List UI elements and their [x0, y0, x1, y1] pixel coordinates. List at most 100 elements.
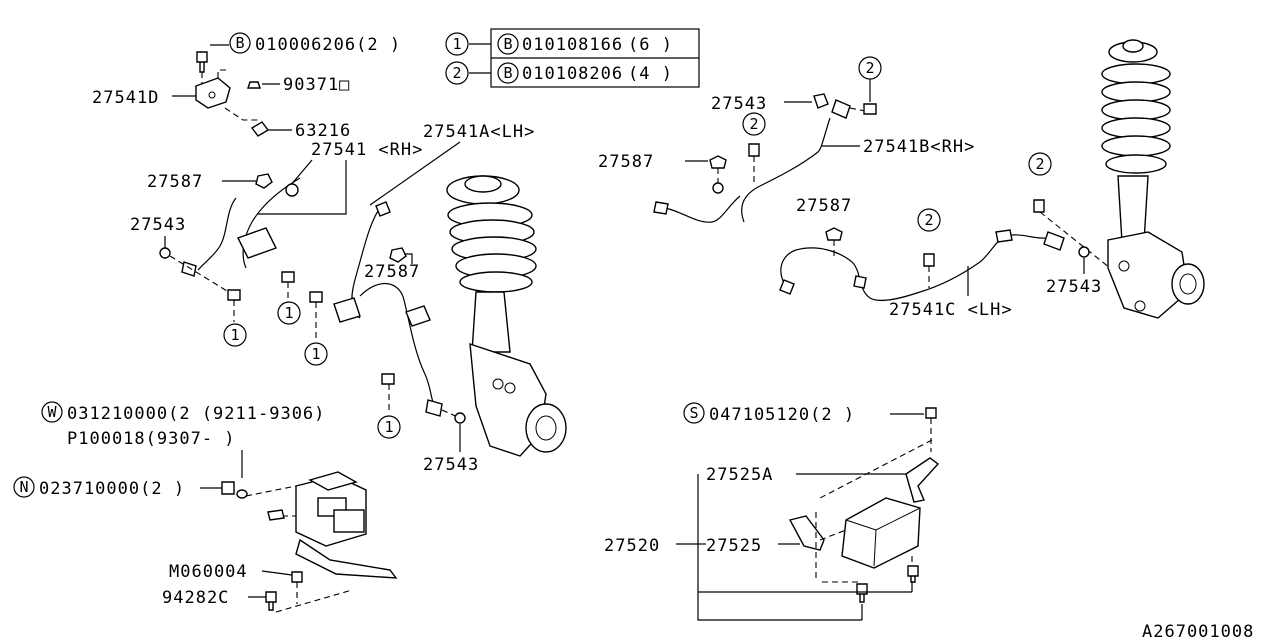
nut-icon: [221, 481, 235, 495]
label-27541-rh: 27541 <RH>: [311, 140, 423, 160]
bolt-2c-icon: [923, 253, 935, 267]
screw-code-circle: S: [689, 404, 698, 422]
label-63216: 63216: [295, 121, 351, 141]
clip-icon: [247, 81, 261, 89]
label-27543-center: 27543: [423, 455, 479, 475]
rear-sensors-group: 27543 2 27541B<RH> 2 27587 27587 2: [598, 56, 1121, 320]
bolt-2d-icon: [1033, 199, 1045, 213]
label-023710000: 023710000(2 ): [39, 479, 185, 499]
label-27587-right: 27587: [598, 152, 654, 172]
label-27525: 27525: [706, 536, 762, 556]
nut-code-circle: N: [19, 478, 28, 496]
module-bolt-right: [907, 565, 919, 583]
label-27541A: 27541A<LH>: [423, 122, 535, 142]
callout-2c: 2: [924, 211, 933, 229]
legend-table: 1 B 010108166 (6 ) 2 B 010108206 (4 ): [445, 28, 700, 88]
callout-1a: 1: [230, 326, 239, 344]
label-031210000: 031210000(2 (9211-9306): [67, 404, 325, 424]
legend-code-2: B: [503, 64, 512, 82]
label-94282C: 94282C: [162, 588, 229, 608]
label-M060004: M060004: [169, 562, 248, 582]
hcu-bolt-icon: [267, 509, 285, 521]
label-27587-center: 27587: [364, 262, 420, 282]
sensor-bracket-group: B 010006206(2 ) 27541D 90371□ 63216: [92, 32, 401, 141]
screw-s-icon: [925, 407, 937, 419]
clip-rear-lh-icon: [825, 227, 843, 241]
hydraulic-unit-group: W 031210000(2 (9211-9306) P100018(9307- …: [13, 401, 398, 613]
label-27587-right-2: 27587: [796, 196, 852, 216]
bolt-2b-icon: [748, 143, 760, 157]
sensor-plug-icon: [159, 247, 171, 259]
rh-rear-connector: [653, 201, 669, 215]
strut-body-right: [1117, 175, 1149, 243]
lh-connector-icon: [375, 201, 391, 217]
abs-sensor-lh: [425, 399, 443, 417]
strut-body-left: [471, 291, 511, 353]
clip-27587-icon: [255, 173, 273, 189]
legend-num-2: 2: [452, 64, 461, 82]
rear-sensor-plug-icon: [813, 93, 829, 109]
label-27543-left: 27543: [130, 215, 186, 235]
label-047105120: 047105120(2 ): [709, 405, 855, 425]
bolt-1d-icon: [381, 373, 395, 385]
label-27541B: 27541B<RH>: [863, 137, 975, 157]
sensor-bracket-shape: [195, 77, 231, 109]
lh-rear-connector: [779, 279, 795, 295]
module-connector: [788, 515, 825, 551]
washer-icon: [236, 489, 248, 499]
label-27543-right-bottom: 27543: [1046, 277, 1102, 297]
bolt-code-circle: B: [235, 34, 244, 52]
label-27520: 27520: [604, 536, 660, 556]
callout-1d: 1: [384, 418, 393, 436]
rh-bracket-shape: [237, 227, 277, 259]
label-P100018: P100018(9307- ): [67, 429, 236, 449]
rear-strut-right: [1101, 39, 1205, 319]
legend-part-2: 010108206: [522, 64, 623, 84]
callout-2d: 2: [1035, 155, 1044, 173]
washer-code-circle: W: [47, 403, 57, 421]
knuckle-right: [1107, 231, 1189, 319]
callout-2b: 2: [749, 115, 758, 133]
legend-num-1: 1: [452, 35, 461, 53]
grommet-rh: [285, 183, 299, 197]
callout-1c: 1: [311, 345, 320, 363]
label-27543-right-top: 27543: [711, 94, 767, 114]
hub-right: [1171, 263, 1205, 305]
lh-bracket-2-shape: [405, 305, 431, 327]
module-bracket: [905, 457, 940, 503]
abs-control-module: [841, 497, 921, 569]
legend-qty-1: (6 ): [628, 35, 673, 55]
abs-sensor-rh: [181, 261, 197, 277]
label-27525A: 27525A: [706, 465, 773, 485]
label-90371: 90371□: [283, 75, 350, 95]
rear-sensor-rh: [831, 99, 851, 119]
bolt-1a-icon: [227, 289, 241, 301]
legend-part-1: 010108166: [522, 35, 623, 55]
control-module-group: S 047105120(2 ) 27525A 27520 27525: [604, 402, 940, 621]
callout-1b: 1: [284, 304, 293, 322]
callout-2a: 2: [865, 59, 874, 77]
bolt-icon: [196, 51, 208, 73]
bolt-2a-icon: [863, 103, 877, 115]
bolt-1b-icon: [281, 271, 295, 283]
hub-left: [525, 403, 567, 453]
module-bolt-left: [856, 583, 868, 603]
m060004-bolt-icon: [291, 571, 303, 583]
clip-rear-rh-icon: [709, 155, 727, 169]
label-27541D: 27541D: [92, 88, 159, 108]
label-27587-left: 27587: [147, 172, 203, 192]
legend-qty-2: (4 ): [628, 64, 673, 84]
label-27541C: 27541C <LH>: [889, 300, 1013, 320]
lh-bracket-shape: [333, 297, 361, 323]
front-strut-left: [446, 175, 567, 457]
grommet-icon: [250, 121, 270, 137]
hcu-bracket: [295, 538, 398, 579]
label-010006206: 010006206(2 ): [255, 35, 401, 55]
front-left-sensors: 27541A<LH> 27541 <RH> 27587 27543 1 1 1: [130, 122, 535, 475]
bolt-1c-icon: [309, 291, 323, 303]
diagram-ref-code: A267001008: [1142, 622, 1254, 640]
coil-spring-left: [447, 202, 537, 293]
94282c-bolt-icon: [265, 591, 277, 611]
rear-sensor-lh: [1043, 231, 1065, 251]
